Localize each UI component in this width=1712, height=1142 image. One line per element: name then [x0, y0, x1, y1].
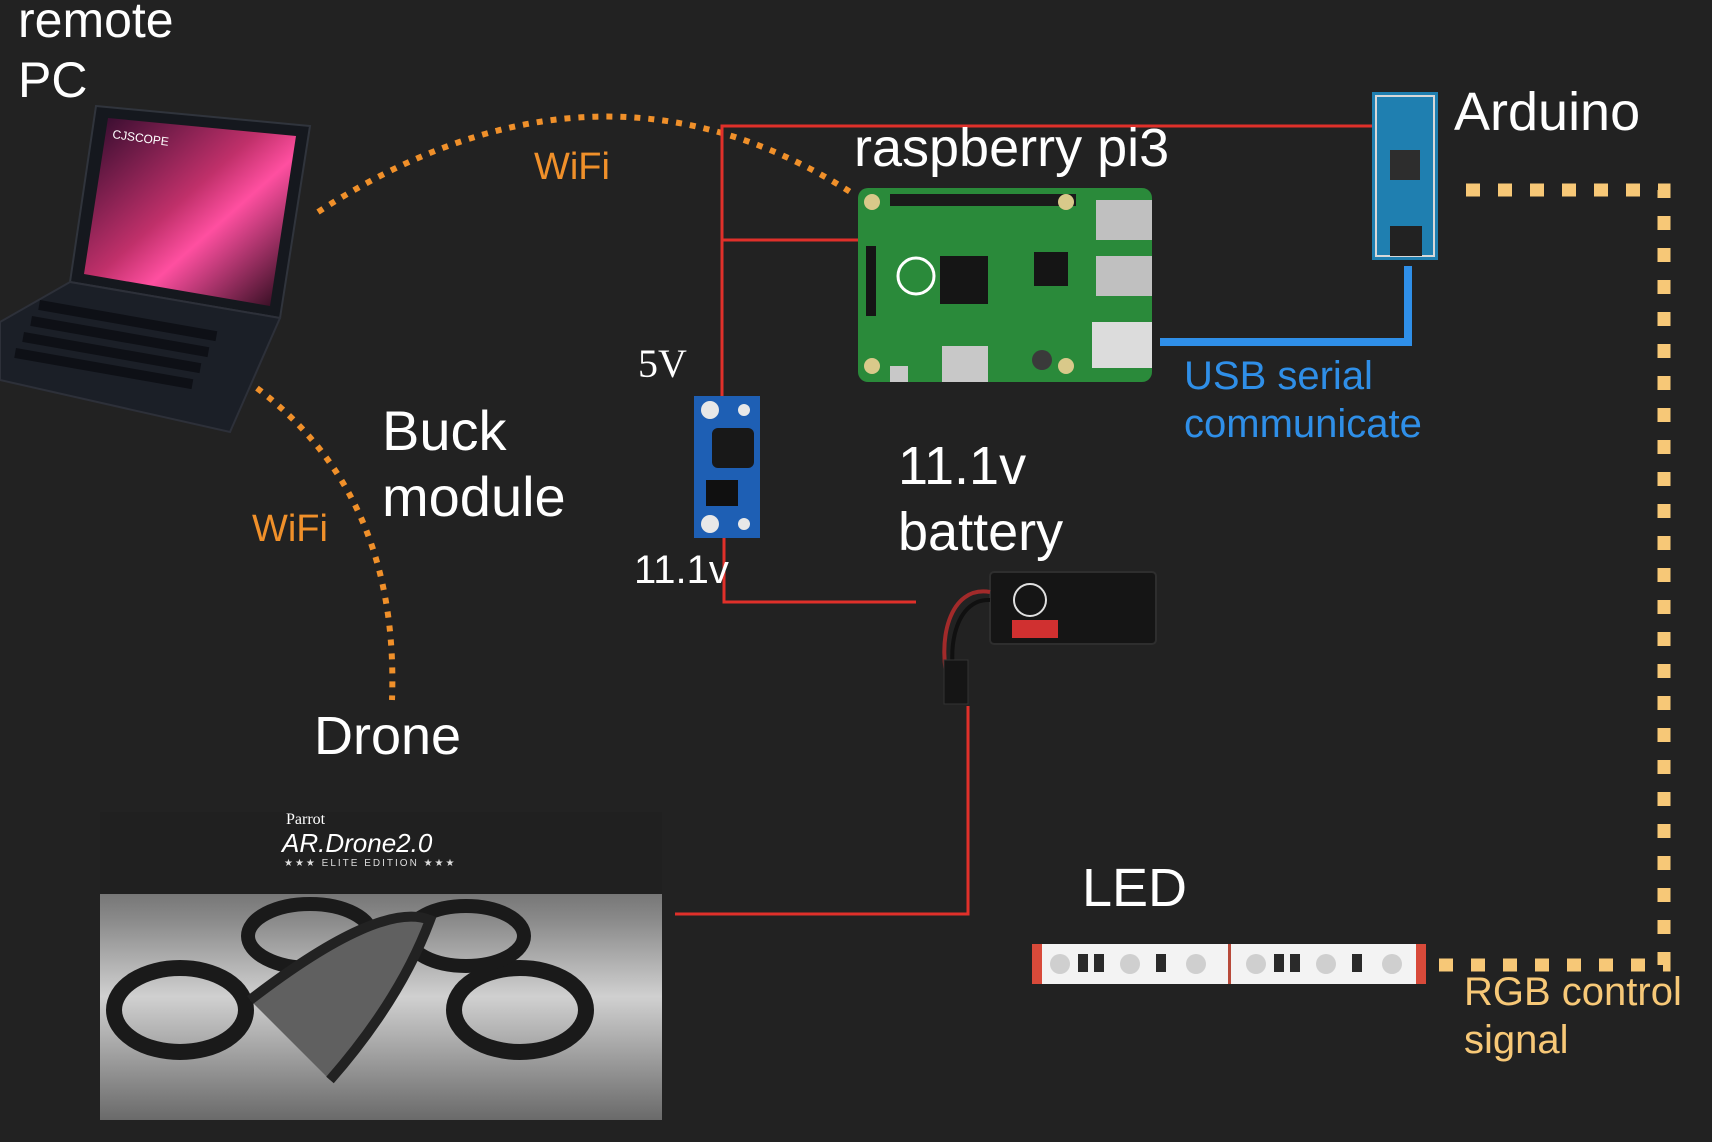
battery-label-line2: battery	[898, 502, 1064, 562]
battery-label-line1: 11.1v	[898, 436, 1027, 496]
usb-label-line1: USB serial	[1184, 354, 1373, 398]
power-wire-buck-battery	[722, 538, 916, 604]
voltage-11v-buck-label: 11.1v	[634, 548, 729, 592]
drone-model: AR.Drone2.0	[280, 828, 433, 858]
led-strip-image	[1032, 944, 1426, 984]
drone-image: Parrot AR.Drone2.0 ★★★ ELITE EDITION ★★★	[100, 811, 662, 1120]
led-label: LED	[1082, 858, 1188, 918]
buck-module-label-line1: Buck	[382, 399, 507, 462]
raspberry-pi-label: raspberry pi3	[854, 118, 1170, 178]
power-wire-pi-arduino	[720, 124, 1372, 398]
buck-module-image	[694, 396, 760, 538]
drone-edition: ★★★ ELITE EDITION ★★★	[284, 858, 456, 869]
battery-image	[942, 571, 1157, 705]
rgb-signal-label-line2: signal	[1464, 1018, 1569, 1062]
wifi-arc-left	[232, 369, 396, 701]
voltage-5v-label: 5V	[638, 341, 687, 386]
arduino-label: Arduino	[1454, 82, 1641, 142]
remote-pc-label-line2: PC	[18, 52, 88, 108]
rgb-signal-line	[1426, 183, 1671, 972]
wifi-arc-top	[316, 113, 857, 215]
rgb-signal-label-line1: RGB control	[1464, 970, 1682, 1014]
usb-label-line2: communicate	[1184, 402, 1422, 446]
drone-brand: Parrot	[286, 811, 326, 828]
remote-pc-label-line1: remote	[18, 0, 174, 48]
power-wire-battery-drone	[675, 706, 970, 916]
wifi-label-left: WiFi	[252, 508, 328, 550]
wifi-label-top: WiFi	[534, 146, 610, 188]
arduino-image	[1372, 92, 1438, 260]
usb-wire	[1160, 266, 1412, 346]
drone-label: Drone	[314, 706, 462, 766]
buck-module-label-line2: module	[382, 465, 566, 528]
laptop-image: CJSCOPE	[0, 104, 312, 434]
raspberry-pi-image	[858, 188, 1152, 382]
